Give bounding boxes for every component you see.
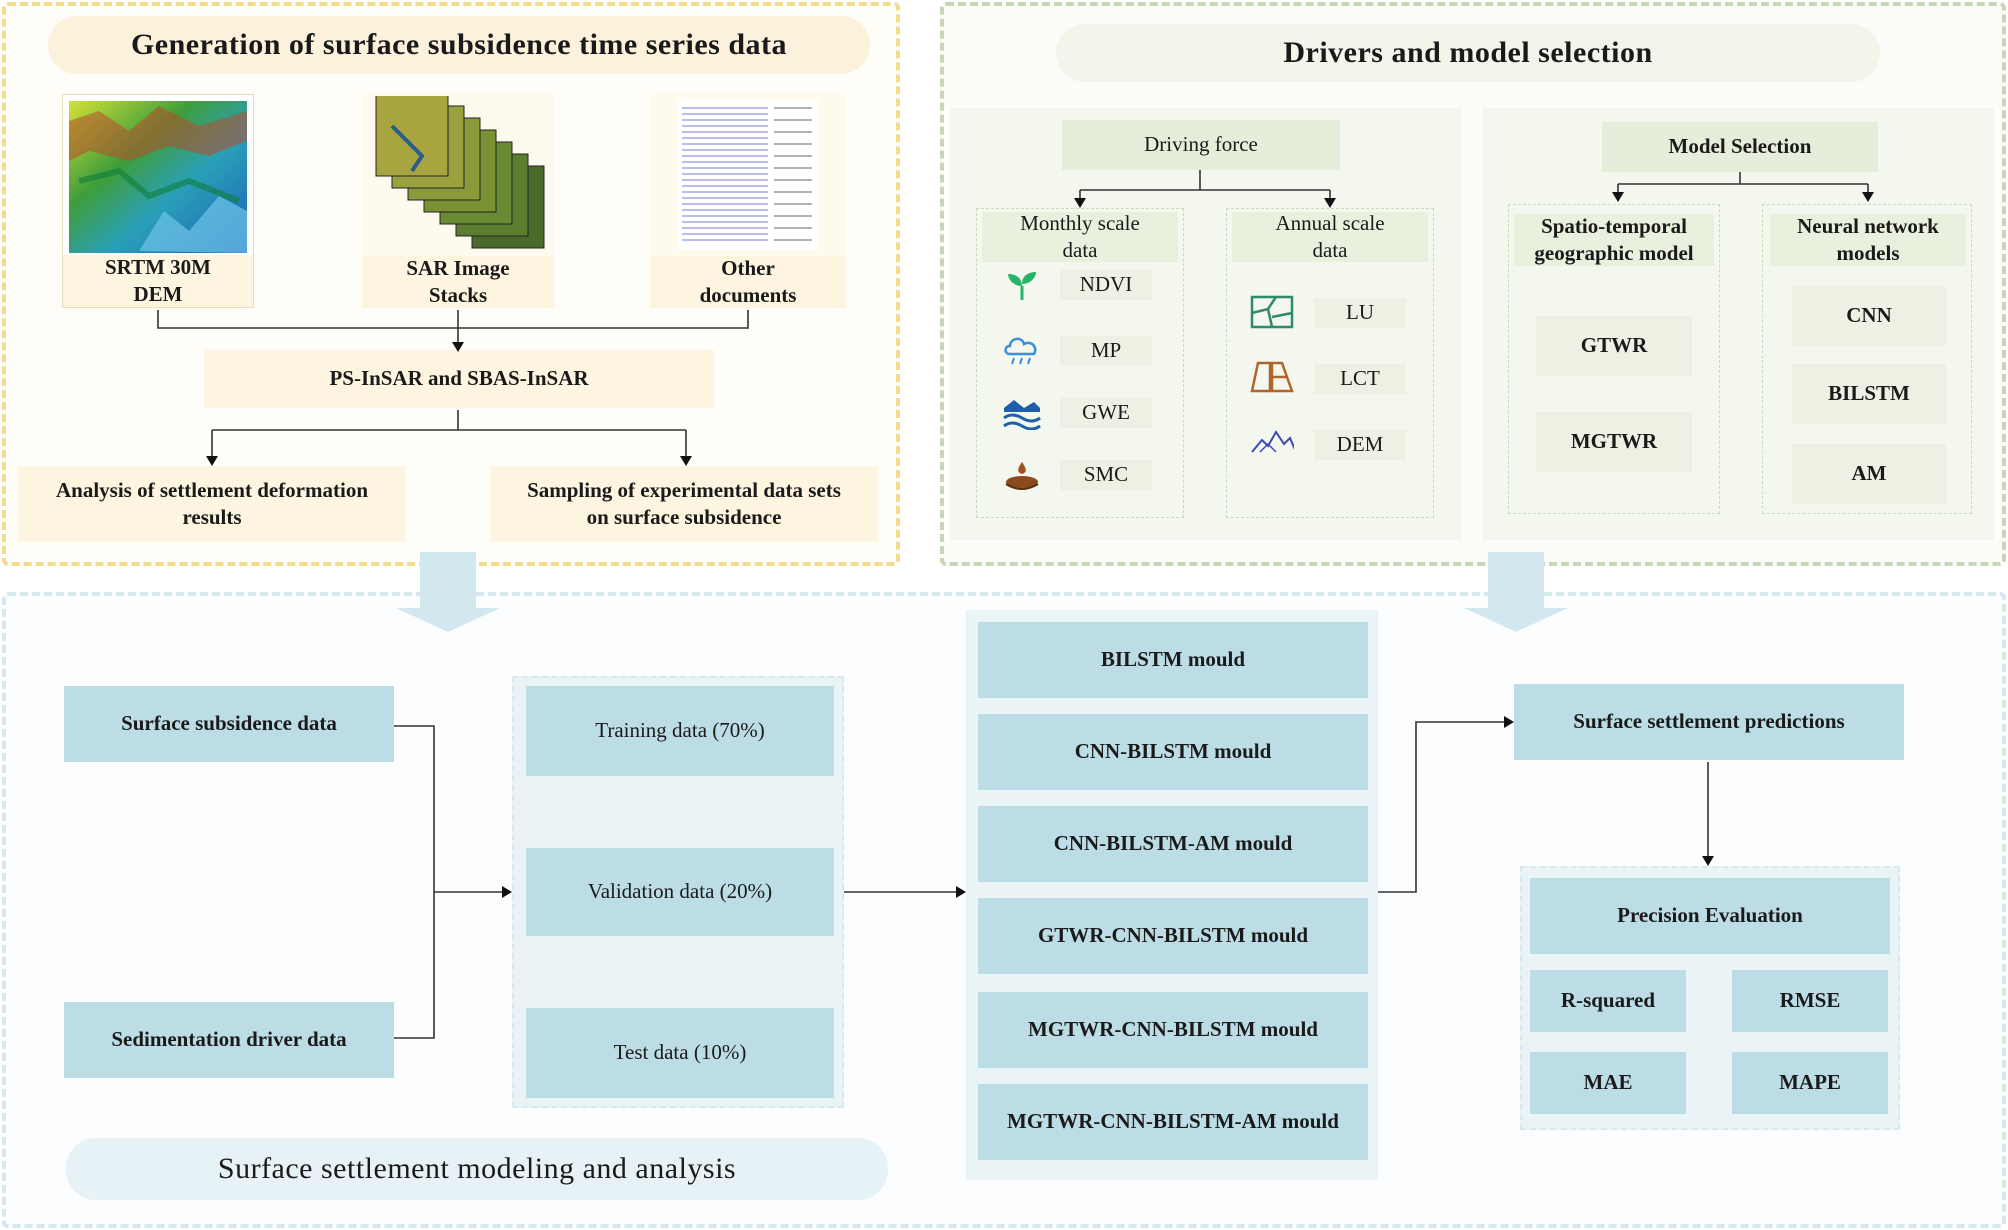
generation-title: Generation of surface subsidence time se… (48, 16, 870, 74)
mgtwr-box: MGTWR (1536, 412, 1692, 472)
spatio-temporal-group (1508, 204, 1720, 514)
sar-stack-thumbnail: SAR Image Stacks (362, 94, 554, 308)
monthly-line1: Monthly scale (1020, 210, 1140, 235)
am-box: AM (1792, 444, 1946, 504)
neural-line2: models (1836, 241, 1900, 265)
lu-label: LU (1314, 298, 1406, 328)
analysis-results-box: Analysis of settlement deformation resul… (18, 466, 406, 542)
sar-line2: Stacks (428, 283, 488, 307)
land-cover-icon (1250, 358, 1294, 394)
analysis-line2: results (182, 505, 242, 529)
mountain-icon (1250, 424, 1294, 460)
annual-line2: data (1312, 238, 1348, 262)
sedimentation-driver-data-box: Sedimentation driver data (64, 1002, 394, 1078)
model-cnn-bilstm-am-box: CNN-BILSTM-AM mould (978, 806, 1368, 882)
sar-stack-image (375, 96, 545, 249)
model-gtwr-cnn-bilstm-box: GTWR-CNN-BILSTM mould (978, 898, 1368, 974)
precision-evaluation-box: Precision Evaluation (1530, 878, 1890, 954)
surface-settlement-predictions-box: Surface settlement predictions (1514, 684, 1904, 760)
spatio-temporal-title: Spatio-temporal geographic model (1514, 214, 1714, 266)
drivers-title: Drivers and model selection (1056, 24, 1880, 82)
srtm-dem-label: SRTM 30M DEM (63, 255, 253, 307)
surface-subsidence-data-box: Surface subsidence data (64, 686, 394, 762)
model-mgtwr-cnn-bilstm-am-box: MGTWR-CNN-BILSTM-AM mould (978, 1084, 1368, 1160)
sar-line1: SAR Image (406, 255, 510, 280)
sar-stack-label: SAR Image Stacks (362, 256, 554, 308)
bilstm-box: BILSTM (1792, 364, 1946, 424)
annual-line1: Annual scale (1275, 210, 1385, 235)
sampling-box: Sampling of experimental data sets on su… (490, 466, 878, 542)
rain-cloud-icon (1000, 332, 1044, 368)
smc-label: SMC (1060, 460, 1152, 490)
mae-box: MAE (1530, 1052, 1686, 1114)
modeling-title: Surface settlement modeling and analysis (66, 1138, 888, 1200)
dem-image (69, 101, 247, 253)
documents-thumbnail: Other documents (650, 94, 846, 308)
neural-network-title: Neural network models (1770, 214, 1966, 266)
driving-force-box: Driving force (1062, 120, 1340, 170)
test-data-box: Test data (10%) (526, 1008, 834, 1098)
sampling-line2: on surface subsidence (586, 505, 782, 529)
sprout-icon (1000, 268, 1044, 304)
model-selection-box: Model Selection (1602, 122, 1878, 172)
gtwr-box: GTWR (1536, 316, 1692, 376)
monthly-line2: data (1062, 238, 1098, 262)
mp-label: MP (1060, 336, 1152, 366)
neural-network-group (1762, 204, 1972, 514)
docs-line2: documents (699, 283, 797, 307)
analysis-line1: Analysis of settlement deformation (55, 477, 369, 502)
soil-moisture-icon (1000, 458, 1044, 494)
document-image (678, 100, 818, 250)
spatio-line1: Spatio-temporal (1541, 213, 1687, 238)
annual-group (1226, 208, 1434, 518)
srtm-dem-thumbnail: SRTM 30M DEM (62, 94, 254, 308)
model-cnn-bilstm-box: CNN-BILSTM mould (978, 714, 1368, 790)
docs-line1: Other (721, 255, 775, 280)
annual-title: Annual scale data (1232, 210, 1428, 262)
gwe-label: GWE (1060, 398, 1152, 428)
model-mgtwr-cnn-bilstm-box: MGTWR-CNN-BILSTM mould (978, 992, 1368, 1068)
srtm-line2: DEM (133, 282, 183, 306)
ndvi-label: NDVI (1060, 270, 1152, 300)
validation-data-box: Validation data (20%) (526, 848, 834, 936)
training-data-box: Training data (70%) (526, 686, 834, 776)
monthly-group (976, 208, 1184, 518)
r-squared-box: R-squared (1530, 970, 1686, 1032)
land-use-map-icon (1250, 294, 1294, 330)
mape-box: MAPE (1732, 1052, 1888, 1114)
srtm-line1: SRTM 30M (104, 254, 211, 279)
sampling-line1: Sampling of experimental data sets (527, 477, 841, 502)
cnn-box: CNN (1792, 286, 1946, 346)
rmse-box: RMSE (1732, 970, 1888, 1032)
neural-line1: Neural network (1797, 213, 1939, 238)
insar-method-box: PS-InSAR and SBAS-InSAR (204, 350, 714, 408)
water-waves-icon (1000, 396, 1044, 432)
monthly-title: Monthly scale data (982, 210, 1178, 262)
dem-label: DEM (1314, 430, 1406, 460)
documents-label: Other documents (650, 256, 846, 308)
lct-label: LCT (1314, 364, 1406, 394)
model-bilstm-box: BILSTM mould (978, 622, 1368, 698)
spatio-line2: geographic model (1534, 241, 1694, 265)
